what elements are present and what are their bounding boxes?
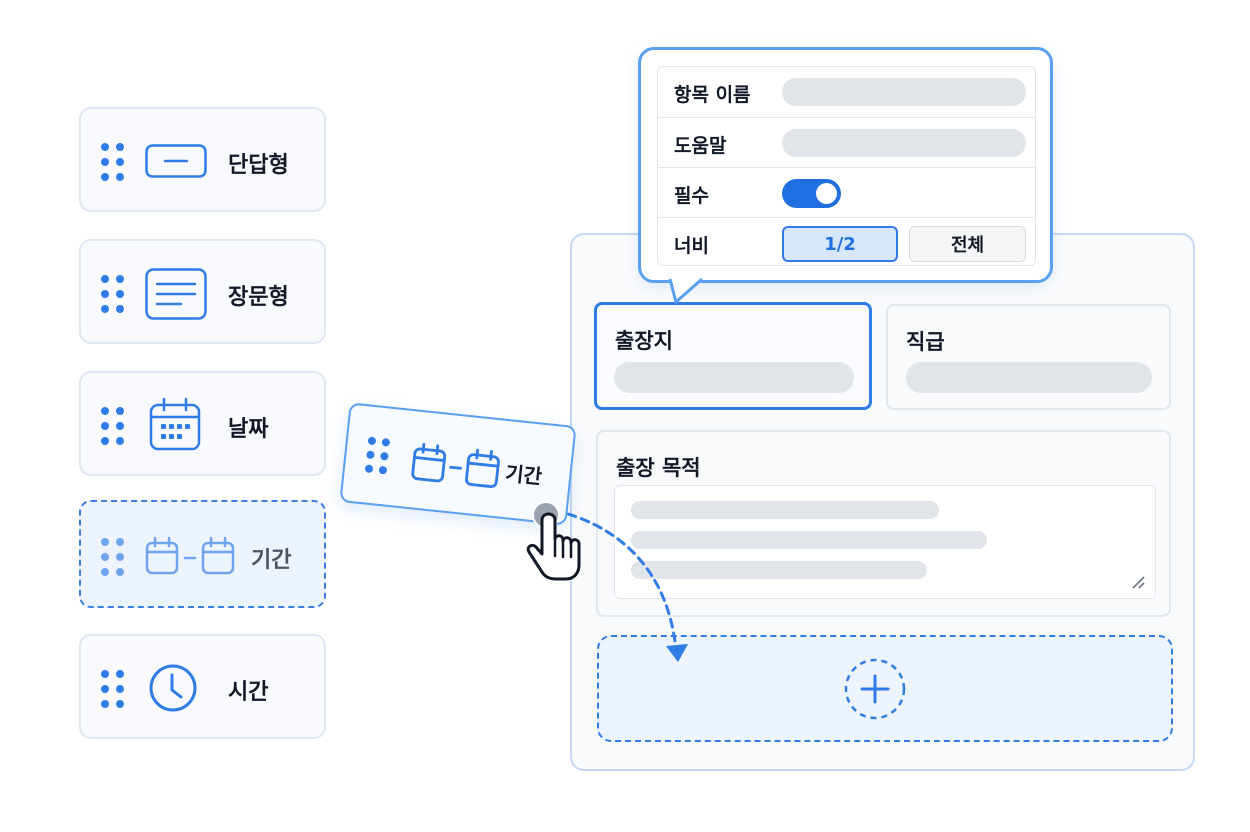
setting-label: 도움말: [674, 135, 727, 157]
paragraph-icon: [145, 268, 207, 320]
textarea[interactable]: [614, 485, 1156, 599]
setting-row-help: 도움말: [658, 117, 1035, 167]
field-placeholder-bar: [614, 362, 854, 393]
help-text-input[interactable]: [782, 129, 1026, 157]
width-half-button[interactable]: 1/2: [782, 226, 898, 262]
date-range-icon: [411, 442, 500, 488]
drag-handle-icon[interactable]: [101, 407, 127, 445]
palette-item-label: 단답형: [228, 153, 289, 178]
drag-handle-icon[interactable]: [101, 143, 127, 181]
text-placeholder-line: [631, 561, 927, 579]
calendar-icon: [149, 397, 201, 451]
grab-cursor-icon: [526, 501, 581, 581]
palette-item-label: 장문형: [228, 285, 289, 310]
width-full-button[interactable]: 전체: [909, 226, 1026, 262]
form-field-position[interactable]: 직급: [886, 304, 1171, 410]
short-text-icon: [145, 144, 207, 178]
drag-path-arrow: [566, 512, 688, 662]
form-field-destination[interactable]: 출장지: [594, 302, 872, 410]
setting-label: 너비: [674, 235, 709, 257]
palette-item-date[interactable]: 날짜: [79, 371, 326, 476]
palette-item-label: 날짜: [228, 417, 269, 442]
form-field-purpose[interactable]: 출장 목적: [596, 430, 1171, 617]
setting-row-width: 너비 1/2 전체: [658, 217, 1035, 267]
dragged-chip-label: 기간: [504, 461, 544, 489]
plus-circle-icon[interactable]: [843, 657, 907, 721]
palette-item-label: 시간: [228, 680, 269, 705]
date-range-icon: [145, 536, 235, 575]
field-label: 출장지: [615, 329, 673, 353]
clock-icon: [149, 664, 197, 712]
drag-handle-icon[interactable]: [101, 670, 127, 708]
toggle-knob: [816, 183, 837, 204]
required-toggle[interactable]: [782, 179, 841, 208]
text-placeholder-line: [631, 531, 987, 549]
field-settings-popover: 항목 이름 도움말 필수 너비 1/2 전체: [638, 47, 1053, 283]
dragged-chip-period[interactable]: 기간: [339, 402, 577, 526]
resize-handle-icon[interactable]: [1131, 575, 1145, 589]
field-placeholder-bar: [906, 362, 1152, 393]
palette-item-short-answer[interactable]: 단답형: [79, 107, 326, 212]
field-label: 직급: [906, 330, 945, 354]
setting-row-name: 항목 이름: [658, 67, 1035, 117]
drag-handle-icon[interactable]: [101, 538, 127, 576]
drag-handle-icon[interactable]: [101, 275, 127, 313]
field-label: 출장 목적: [616, 456, 701, 480]
setting-row-required: 필수: [658, 167, 1035, 217]
setting-label: 필수: [674, 185, 709, 207]
palette-item-long-answer[interactable]: 장문형: [79, 239, 326, 344]
palette-item-period[interactable]: 기간: [79, 500, 326, 608]
palette-item-time[interactable]: 시간: [79, 634, 326, 739]
text-placeholder-line: [631, 501, 939, 519]
palette-item-label: 기간: [251, 548, 292, 573]
drag-handle-icon[interactable]: [364, 436, 394, 477]
popover-pointer: [668, 278, 703, 304]
setting-label: 항목 이름: [674, 84, 751, 106]
settings-table: 항목 이름 도움말 필수 너비 1/2 전체: [657, 66, 1036, 266]
drop-zone[interactable]: [597, 635, 1173, 742]
field-name-input[interactable]: [782, 78, 1026, 106]
